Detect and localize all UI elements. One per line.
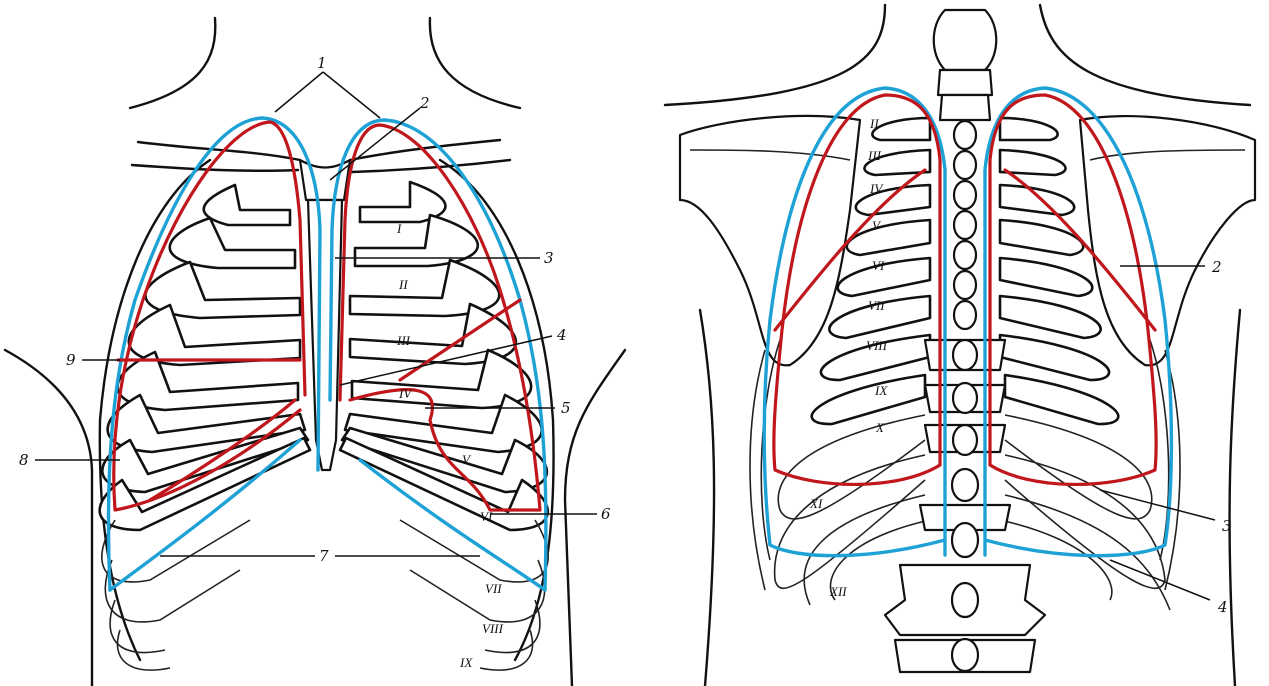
callout-7: 7 (319, 547, 329, 565)
rib-label: III (867, 148, 882, 163)
trunk-outline-right (1230, 310, 1240, 686)
clavicle-left-lower (132, 165, 298, 171)
clavicle-right-lower (352, 160, 510, 172)
callout-5: 5 (561, 399, 571, 417)
posterior-view: 2 3 4 II III IV V VI VII VIII IX X XI XI… (665, 5, 1255, 686)
rib-label: XI (809, 496, 823, 511)
rib-label: XII (829, 584, 847, 599)
anterior-view: 1 2 3 4 5 6 7 8 9 I II III IV V VI VII V… (5, 18, 625, 686)
sternum (308, 200, 342, 470)
rib-label: II (869, 116, 879, 131)
callout-4-posterior: 4 (1217, 598, 1228, 616)
neck-outline-right (430, 18, 520, 108)
callout-1: 1 (317, 54, 327, 72)
rib-label: II (398, 277, 408, 292)
callout-8: 8 (19, 451, 29, 469)
neck-outline-left (130, 18, 215, 108)
callout-2: 2 (419, 94, 430, 112)
callout-6: 6 (601, 505, 611, 523)
rib-label: VI (480, 509, 493, 524)
neck-outline-right-posterior (1040, 5, 1250, 105)
rib-label: I (396, 221, 402, 236)
callout-2-posterior: 2 (1211, 258, 1222, 276)
rib-label: III (396, 333, 411, 348)
rib-label: VI (872, 258, 885, 273)
rib-label: VII (485, 581, 502, 596)
scapula-right (1080, 116, 1255, 365)
trunk-outline-left (700, 310, 714, 686)
rib-label: IV (398, 386, 413, 401)
rib-label: IX (459, 655, 473, 670)
rib-label: X (875, 420, 885, 435)
callout-3: 3 (544, 249, 554, 267)
callout-3-posterior: 3 (1222, 517, 1232, 535)
body-outline-right (565, 350, 625, 686)
rib-label: IV (869, 181, 884, 196)
neck-outline-left-posterior (665, 5, 885, 105)
rib-label: VII (868, 298, 885, 313)
rib-label: IX (874, 383, 888, 398)
callout-4: 4 (556, 326, 567, 344)
rib-label: VIII (482, 621, 504, 636)
body-outline-left (5, 350, 92, 686)
callout-9: 9 (66, 351, 76, 369)
rib-label: VIII (866, 338, 888, 353)
